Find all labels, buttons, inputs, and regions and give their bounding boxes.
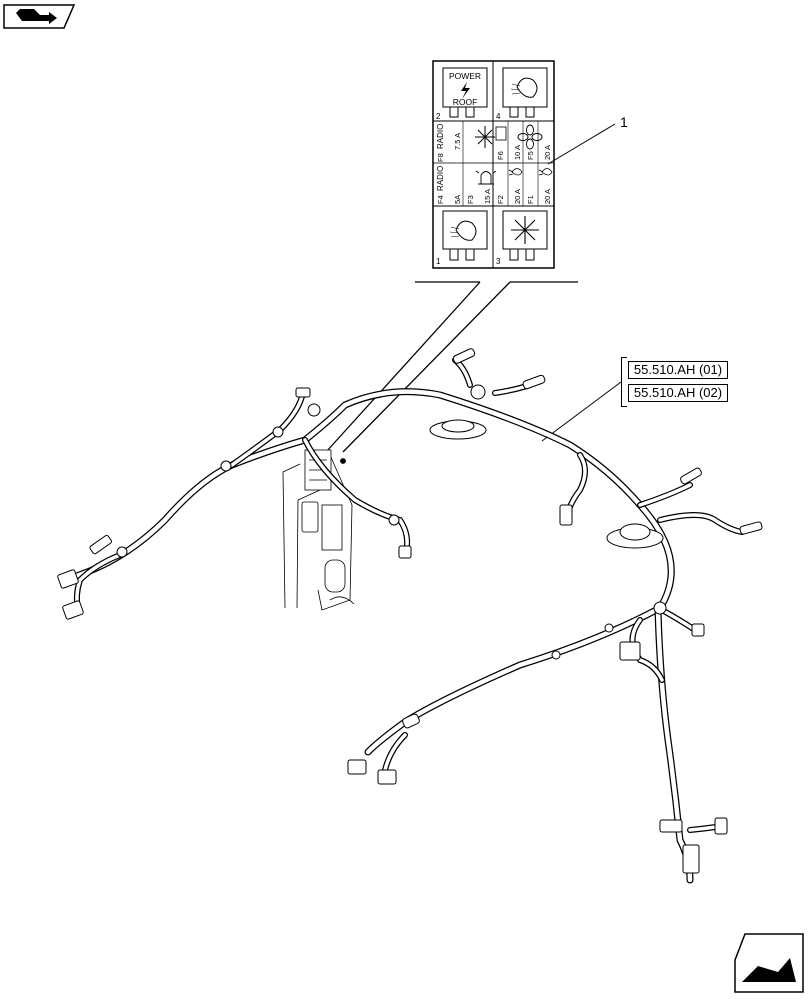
work-light-small-icon-2	[538, 168, 553, 176]
fuse-f4-id: F4	[436, 195, 445, 204]
lightning-icon	[461, 82, 470, 99]
harness-connectors	[57, 348, 763, 874]
fuse-f3-id: F3	[466, 195, 475, 204]
cab-pillar	[282, 449, 355, 611]
reference-link-55-510-ah-01[interactable]: 55.510.AH (01)	[628, 361, 728, 379]
snowflake-icon	[475, 126, 495, 148]
fuse-f8-amp: 7.5 A	[453, 133, 462, 150]
fuse-f2-amp: 20 A	[513, 189, 522, 204]
work-light-small-icon	[508, 168, 523, 176]
fuse-box: POWER ROOF 2 4 F8 RADIO 7.5 A F6 10 A	[432, 60, 555, 269]
snowflake-large-icon	[511, 216, 539, 244]
fuse-f6-id: F6	[496, 151, 505, 160]
fuse-f8-id: F8	[436, 153, 445, 162]
dome-lamps	[429, 419, 664, 549]
callout-1: 1	[547, 114, 628, 165]
work-light-icon	[510, 77, 538, 98]
callout-number: 1	[620, 114, 628, 130]
fuse-f1-amp: 20 A	[543, 189, 552, 204]
slot-number-4: 4	[496, 112, 501, 121]
fuse-f6-amp: 10 A	[513, 145, 522, 160]
reference-leader-line	[541, 381, 622, 442]
slot-number-1: 1	[436, 257, 441, 266]
beacon-icon	[475, 170, 497, 185]
fuse-f5-amp: 20 A	[543, 145, 552, 160]
book-arrow-icon[interactable]	[3, 4, 76, 29]
rear-window-icon	[495, 126, 507, 141]
fuse-f1-id: F1	[526, 195, 535, 204]
work-light-icon-2	[449, 220, 477, 241]
fuse-f8-name: RADIO	[436, 124, 445, 149]
main-harness	[59, 357, 745, 884]
roof-label: ROOF	[453, 97, 478, 107]
reference-bracket	[621, 357, 627, 407]
fan-icon	[517, 124, 543, 150]
fuse-f4-name: RADIO	[436, 166, 445, 191]
next-page-arrow-icon[interactable]	[734, 933, 804, 993]
fuse-f4-amp: 5A	[453, 195, 462, 204]
reference-link-55-510-ah-02[interactable]: 55.510.AH (02)	[628, 384, 728, 402]
slot-number-2: 2	[436, 112, 441, 121]
fuse-f5-id: F5	[526, 151, 535, 160]
fuse-f3-amp: 15 A	[483, 189, 492, 204]
fuse-f2-id: F2	[496, 195, 505, 204]
power-label: POWER	[449, 71, 481, 81]
slot-number-3: 3	[496, 257, 501, 266]
fuse-box-leader-lines	[325, 281, 578, 453]
